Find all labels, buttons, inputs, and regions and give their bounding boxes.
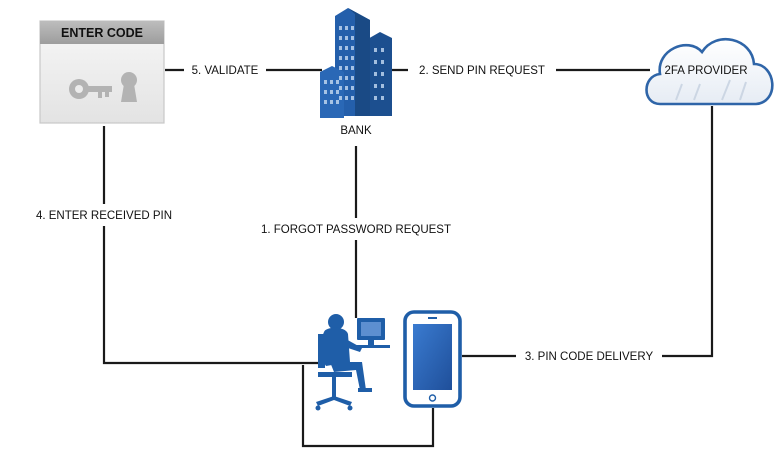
user-phone-connector [301,365,435,448]
provider-label: 2FA PROVIDER [664,65,747,77]
bank-label: BANK [340,125,372,137]
pin-delivery-connector [462,106,714,358]
user-at-computer-icon [315,314,390,411]
step-5-label: 5. VALIDATE [192,65,259,77]
enter-pin-connector [102,126,318,365]
enter-code-title: ENTER CODE [61,26,143,40]
step-3-label: 3. PIN CODE DELIVERY [525,351,654,363]
enter-code-box: ENTER CODE [39,20,165,124]
step-4-label: 4. ENTER RECEIVED PIN [36,210,172,222]
key-and-keyhole-icon [69,72,137,102]
step-2-label: 2. SEND PIN REQUEST [419,65,545,77]
smartphone-icon [403,310,462,408]
bank-building-icon [320,8,392,118]
step-1-label: 1. FORGOT PASSWORD REQUEST [261,224,451,236]
cloud-icon [645,37,774,106]
